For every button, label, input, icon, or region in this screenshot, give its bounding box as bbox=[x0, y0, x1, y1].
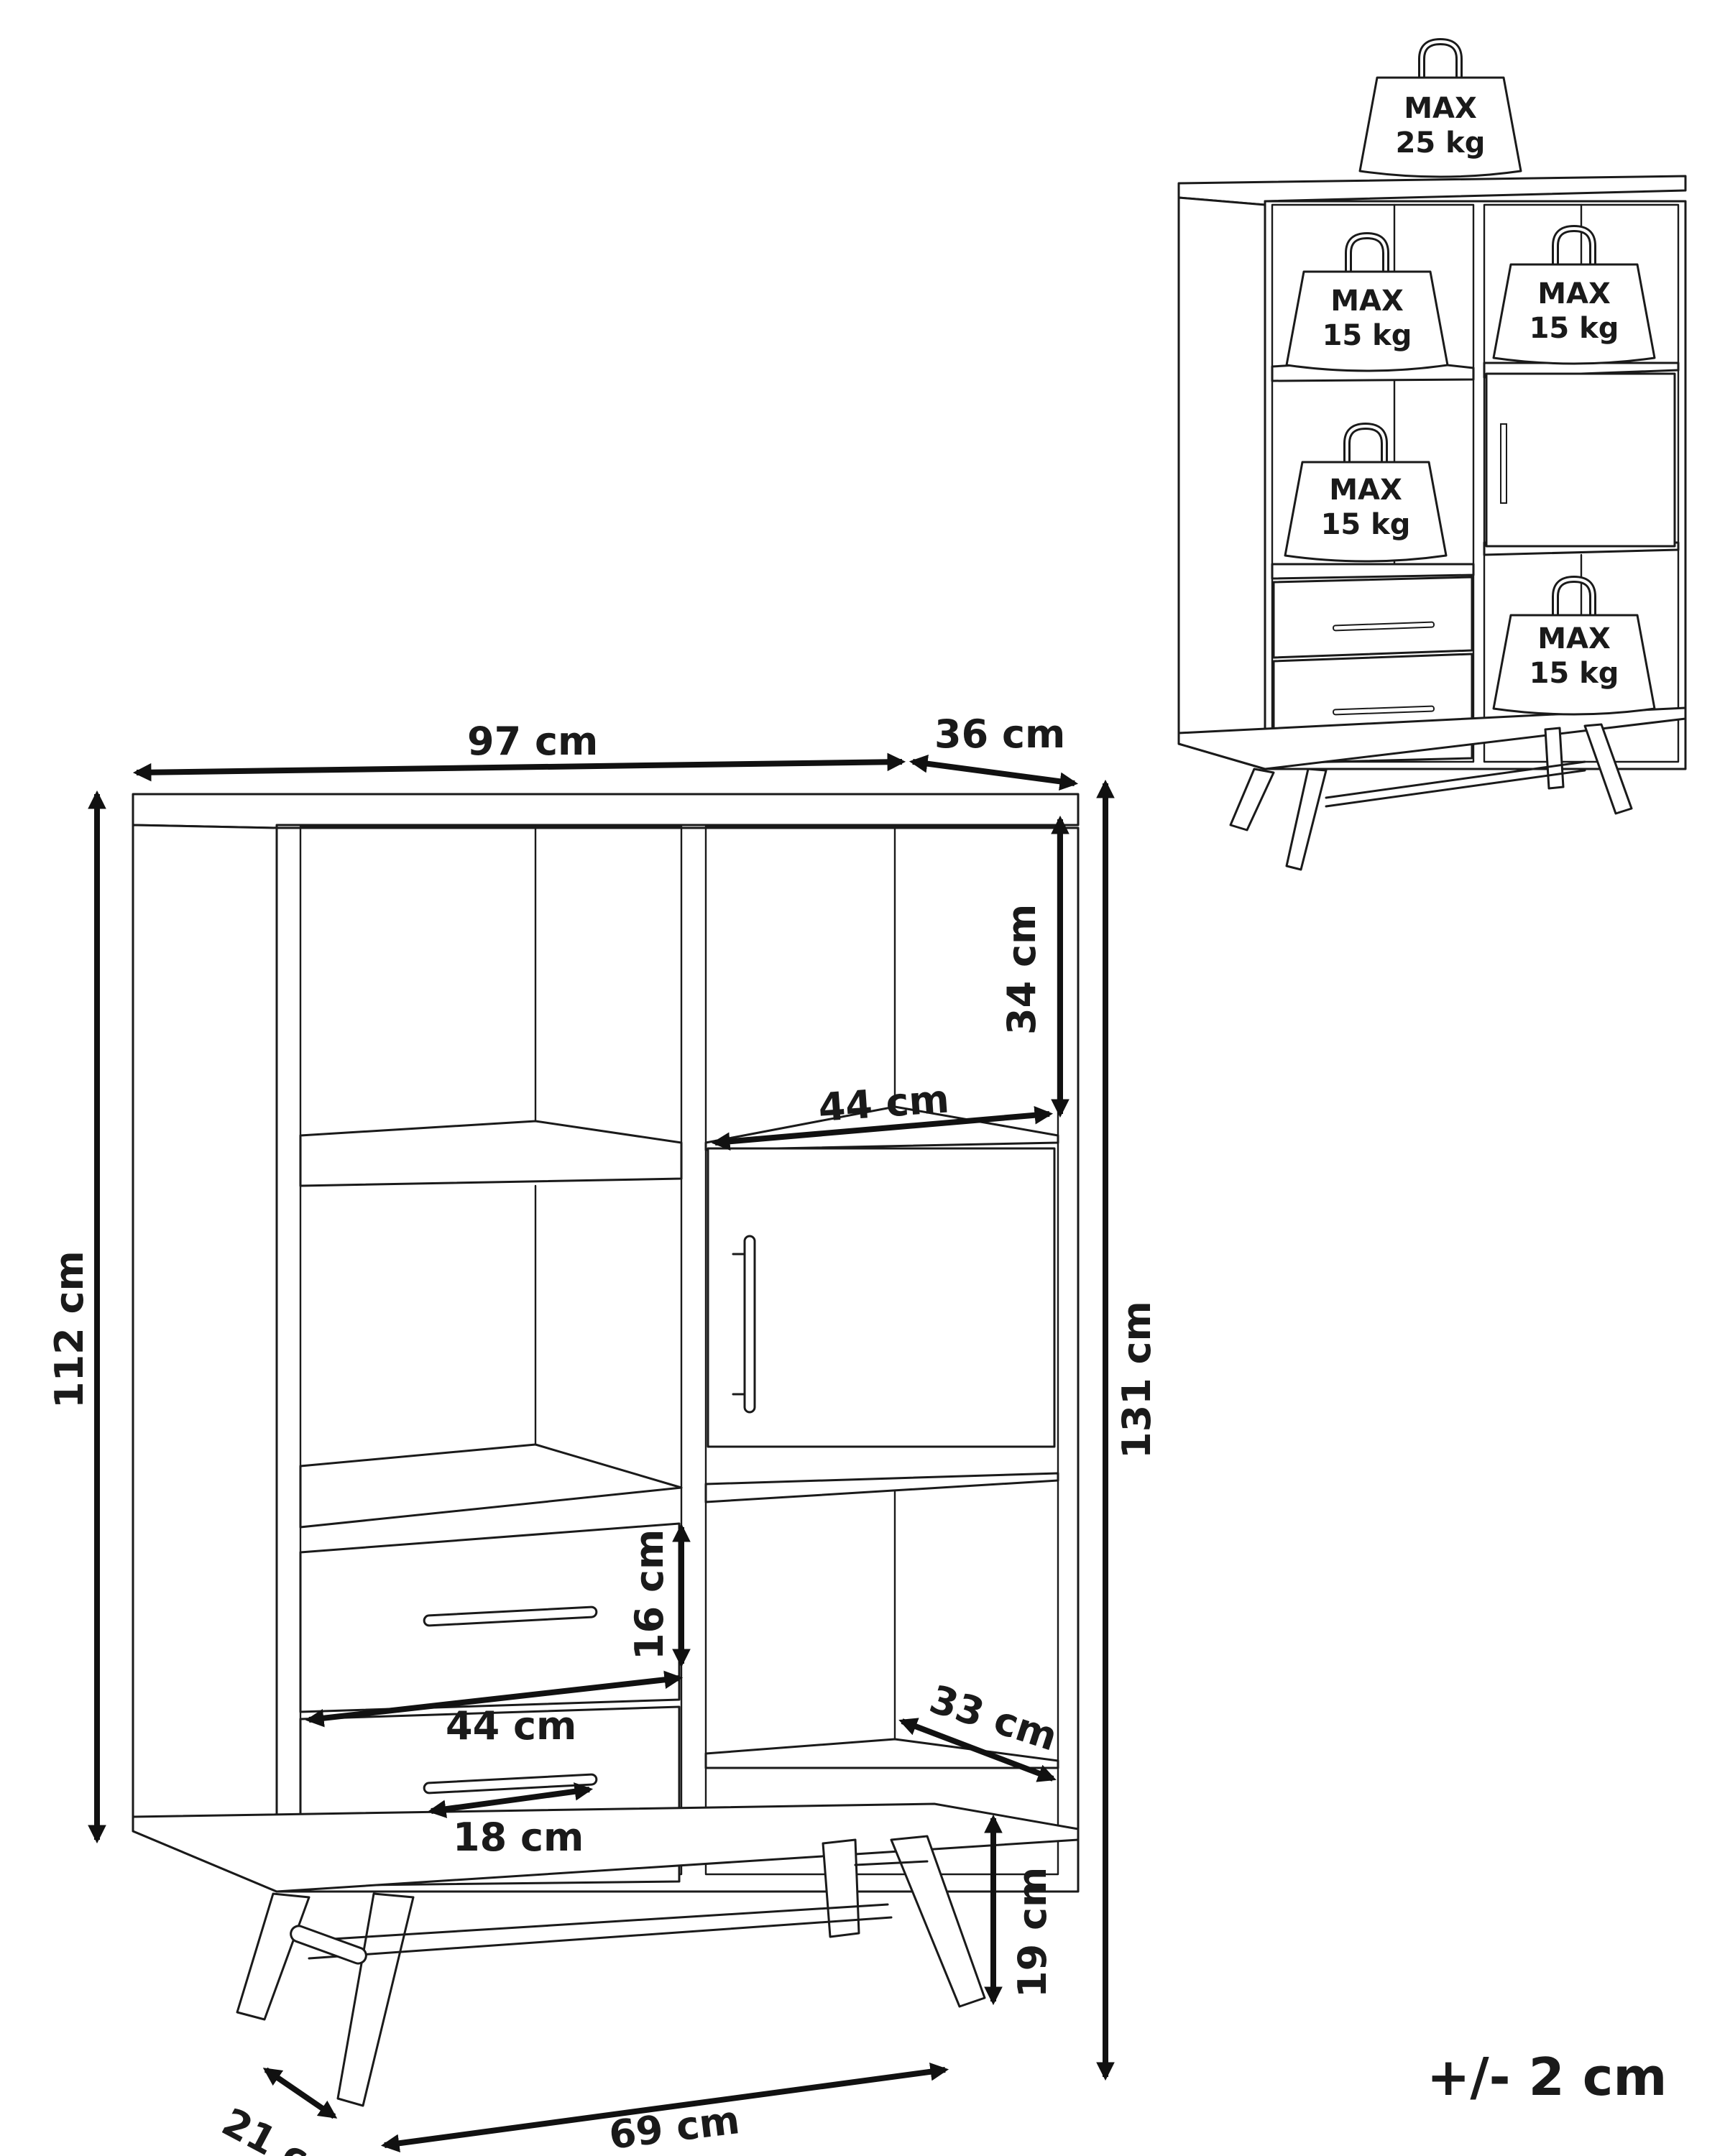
handle-length-arrow bbox=[427, 1782, 594, 1818]
leg-depth-arrow bbox=[262, 2067, 338, 2119]
main-cabinet bbox=[132, 793, 1080, 2107]
inner-depth-arrow bbox=[898, 1718, 1057, 1782]
base-board bbox=[132, 1802, 1080, 1893]
upper-drawer-handle bbox=[423, 1606, 598, 1627]
leg-span-arrow bbox=[380, 2063, 949, 2152]
svg-text:15 kg: 15 kg bbox=[1322, 319, 1412, 352]
dimension-labels: 97 cm 36 cm 34 cm 44 cm 112 cm 131 cm 16… bbox=[47, 711, 1159, 2156]
compartment-width-arrow bbox=[711, 1106, 1054, 1151]
svg-text:15 kg: 15 kg bbox=[1530, 657, 1619, 690]
compartment-height-label: 34 cm bbox=[999, 904, 1044, 1035]
weight-shelf-top-right: MAX 15 kg bbox=[1494, 229, 1655, 364]
dimension-lines bbox=[88, 752, 1115, 2152]
door-handle bbox=[732, 1235, 756, 1414]
body-height-label: 112 cm bbox=[47, 1250, 92, 1409]
handle-length-label: 18 cm bbox=[453, 1815, 584, 1860]
svg-text:MAX: MAX bbox=[1537, 277, 1611, 310]
weight-shelf-top-left: MAX 15 kg bbox=[1287, 236, 1448, 371]
weight-capacity-inset: MAX 25 kg MAX 15 kg MAX 15 kg MAX 15 kg … bbox=[1177, 42, 1687, 871]
svg-text:MAX: MAX bbox=[1330, 285, 1404, 318]
drawer-width-arrow bbox=[305, 1670, 684, 1728]
weight-shelf-middle-left: MAX 15 kg bbox=[1285, 426, 1446, 561]
weight-top: MAX 25 kg bbox=[1360, 42, 1521, 177]
tolerance-label: +/- 2 cm bbox=[1427, 2047, 1667, 2107]
depth-label: 36 cm bbox=[934, 711, 1065, 757]
compartment-width-label: 44 cm bbox=[817, 1076, 951, 1130]
svg-text:MAX: MAX bbox=[1537, 622, 1611, 655]
leg-height-label: 19 cm bbox=[1010, 1867, 1055, 1998]
drawer-height-label: 16 cm bbox=[627, 1529, 672, 1660]
top-board bbox=[132, 793, 1080, 829]
svg-text:15 kg: 15 kg bbox=[1321, 508, 1411, 541]
svg-text:15 kg: 15 kg bbox=[1530, 312, 1619, 345]
width-label: 97 cm bbox=[467, 719, 598, 764]
leg-depth-label: 21 cm bbox=[215, 2099, 351, 2156]
svg-text:MAX: MAX bbox=[1329, 474, 1402, 507]
depth-arrow bbox=[908, 755, 1079, 791]
width-arrow bbox=[132, 752, 906, 782]
side-panel bbox=[132, 824, 278, 1893]
leg-span-label: 69 cm bbox=[607, 2097, 742, 2156]
weight-shelf-bottom-right: MAX 15 kg bbox=[1494, 579, 1655, 714]
drawer-width-label: 44 cm bbox=[446, 1703, 576, 1749]
svg-text:25 kg: 25 kg bbox=[1396, 126, 1486, 160]
total-height-label: 131 cm bbox=[1114, 1301, 1159, 1459]
cabinet-door[interactable] bbox=[707, 1147, 1056, 1448]
svg-text:MAX: MAX bbox=[1404, 92, 1477, 125]
